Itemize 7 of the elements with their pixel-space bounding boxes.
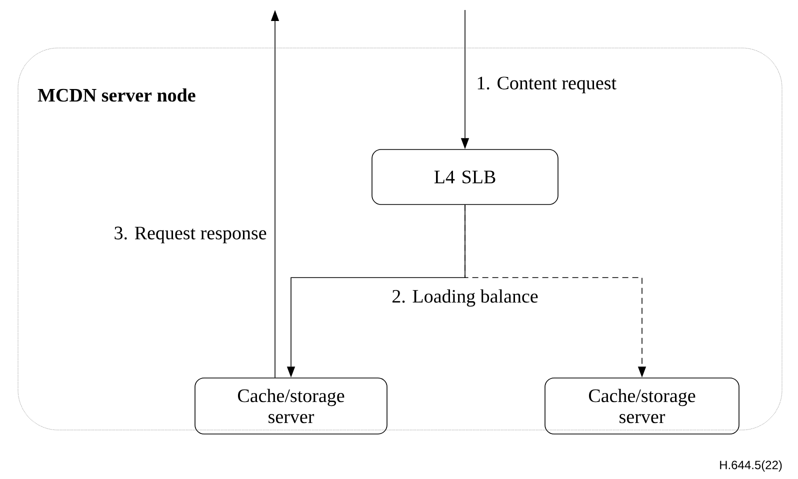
server-box: L4 SLB xyxy=(372,149,558,205)
server-box: Cache/storage server xyxy=(544,378,740,434)
edge-label: 3. Request response xyxy=(112,226,268,244)
edge-label: 2. Loading balance xyxy=(390,288,540,308)
figure-number: H.644.5(22) xyxy=(720,460,782,472)
server-box: Cache/storage server xyxy=(194,378,388,434)
edge-label: 1. Content request xyxy=(475,76,618,94)
